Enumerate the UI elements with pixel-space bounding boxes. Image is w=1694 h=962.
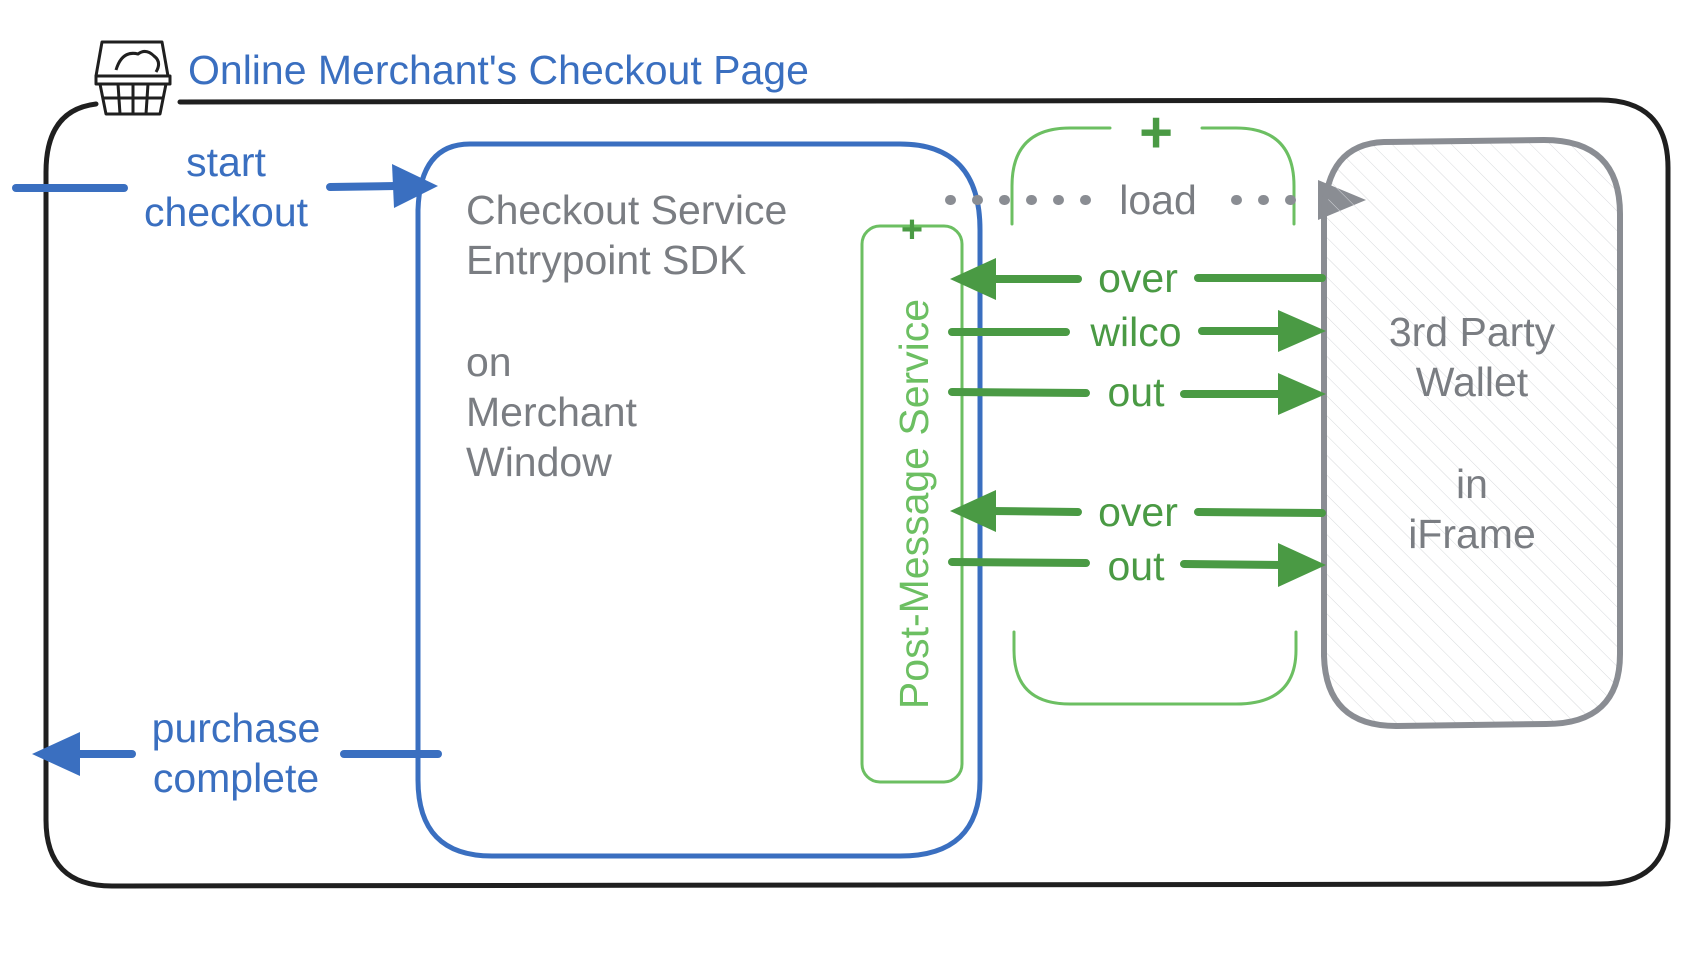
svg-text:start: start [186,139,266,185]
purchase-complete-arrow [32,732,442,776]
message-label: wilco [1089,309,1181,355]
merchant-page-container [43,97,1671,889]
wallet-label: 3rd Party Wallet in iFrame [1389,309,1556,557]
load-label: load [1119,177,1197,223]
start-checkout-label: start checkout [144,139,309,235]
svg-text:checkout: checkout [144,189,309,235]
message-label: out [1108,543,1166,589]
start-checkout-arrow [12,164,438,208]
svg-text:in: in [1456,461,1488,507]
svg-text:iFrame: iFrame [1408,511,1536,557]
green-bracket [1010,126,1298,706]
svg-text:purchase: purchase [152,705,321,751]
message-arrow-out-2 [948,543,1326,587]
post-message-service-box [860,224,964,784]
post-message-service-label: Post-Message Service [891,299,937,709]
svg-text:3rd Party: 3rd Party [1389,309,1556,355]
message-arrow-wilco [948,310,1326,352]
svg-text:on: on [466,339,512,385]
sdk-label: Checkout Service Entrypoint SDK on Merch… [466,187,787,485]
page-title: Online Merchant's Checkout Page [188,47,809,93]
shopping-basket-icon [94,40,172,116]
svg-text:Wallet: Wallet [1416,359,1529,405]
message-arrow-out-1 [948,373,1326,415]
message-arrows [948,258,1326,587]
svg-text:complete: complete [153,755,319,801]
message-label: over [1098,255,1178,301]
svg-text:Window: Window [466,439,612,485]
svg-text:Entrypoint SDK: Entrypoint SDK [466,237,746,283]
post-message-plus: + [901,209,923,251]
bracket-plus: + [1139,100,1173,165]
svg-text:Checkout Service: Checkout Service [466,187,787,233]
message-labels: over wilco out over out [1089,255,1181,589]
message-arrow-over-2 [950,490,1326,532]
svg-text:Merchant: Merchant [466,389,638,435]
message-label: over [1098,489,1178,535]
purchase-complete-label: purchase complete [152,705,321,801]
message-arrow-over-1 [950,258,1326,300]
wallet-iframe-box [1321,137,1623,729]
message-label: out [1108,369,1166,415]
